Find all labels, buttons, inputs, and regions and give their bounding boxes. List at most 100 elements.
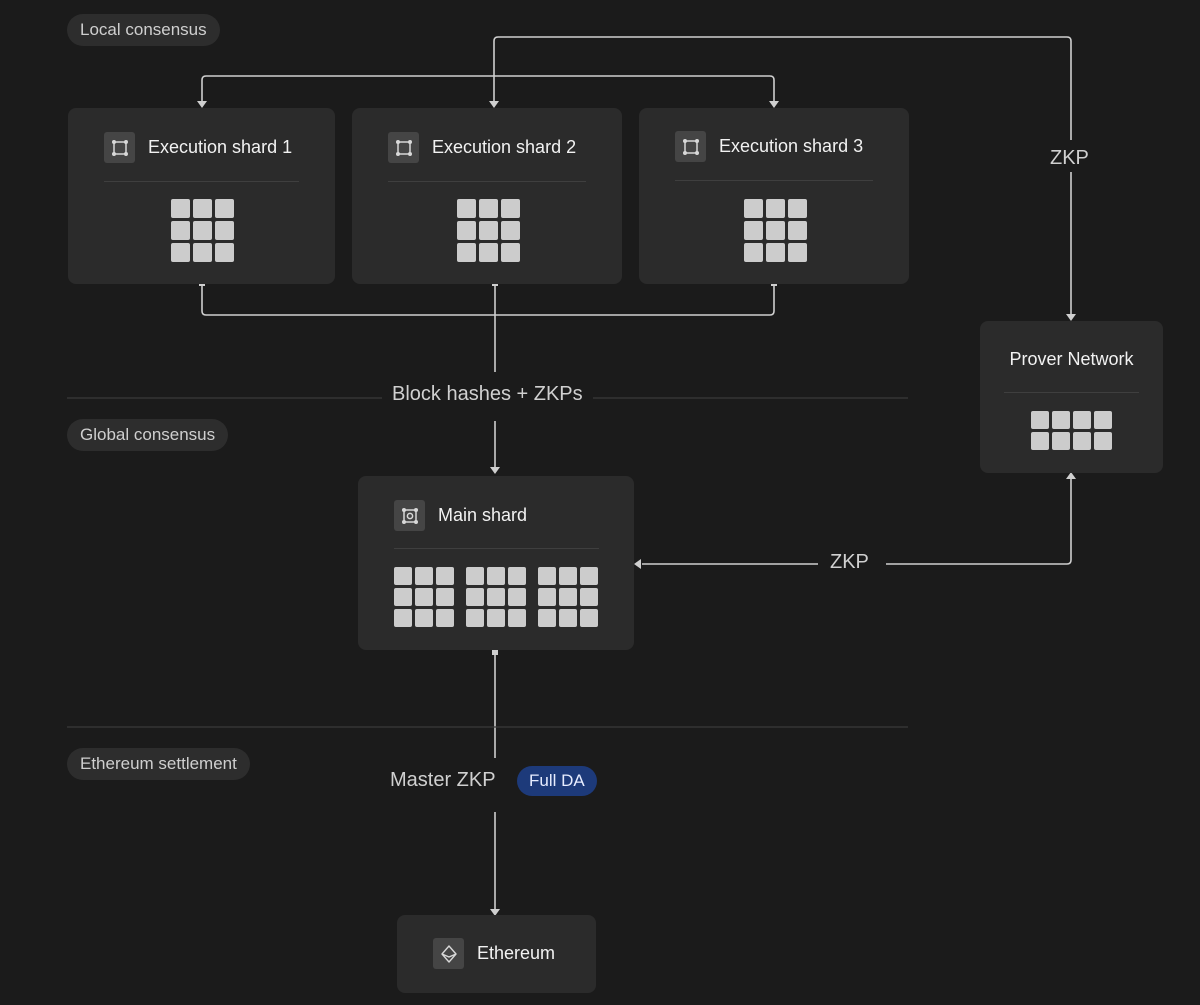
main-block-grid-3 xyxy=(538,567,598,627)
block-cell xyxy=(215,243,234,262)
card-divider xyxy=(675,180,873,181)
block-cell xyxy=(466,609,484,627)
block-cell xyxy=(487,567,505,585)
block-cell xyxy=(479,199,498,218)
block-cell xyxy=(466,567,484,585)
block-cell xyxy=(1073,432,1091,450)
block-cell xyxy=(436,609,454,627)
arrowhead-main-left xyxy=(634,559,641,569)
block-cell xyxy=(215,199,234,218)
arrowhead-shard1 xyxy=(197,101,207,108)
execution-shard-1-title: Execution shard 1 xyxy=(148,137,293,157)
main-shard-icon xyxy=(394,500,425,531)
ethereum-title: Ethereum xyxy=(477,943,556,963)
block-cell xyxy=(501,221,520,240)
zkp-to-prover-label: ZKP xyxy=(1044,144,1095,172)
block-cell xyxy=(744,243,763,262)
block-cell xyxy=(788,199,807,218)
block-cell xyxy=(479,221,498,240)
block-cell xyxy=(193,199,212,218)
shard-node-icon xyxy=(675,131,706,162)
block-cell xyxy=(215,221,234,240)
block-cell xyxy=(788,221,807,240)
full-da-badge: Full DA xyxy=(517,766,597,796)
block-cell xyxy=(479,243,498,262)
block-cell xyxy=(457,243,476,262)
block-cell xyxy=(744,221,763,240)
block-cell xyxy=(501,243,520,262)
block-cell xyxy=(538,567,556,585)
block-cell xyxy=(788,243,807,262)
block-cell xyxy=(394,588,412,606)
block-cell xyxy=(508,609,526,627)
block-cell xyxy=(394,567,412,585)
block-cell xyxy=(394,609,412,627)
block-cell xyxy=(538,609,556,627)
execution-shard-2-node[interactable]: Execution shard 2 xyxy=(352,108,622,284)
block-cell xyxy=(1073,411,1091,429)
prover-network-title: Prover Network xyxy=(1009,349,1134,369)
block-cell xyxy=(766,221,785,240)
block-cell xyxy=(580,567,598,585)
block-cell xyxy=(171,199,190,218)
ethereum-node[interactable]: Ethereum xyxy=(397,915,596,993)
section-label-settlement: Ethereum settlement xyxy=(67,748,250,780)
execution-shard-3-node[interactable]: Execution shard 3 xyxy=(639,108,909,284)
block-cell xyxy=(559,588,577,606)
block-hashes-label: Block hashes + ZKPs xyxy=(382,382,593,406)
block-cell xyxy=(457,199,476,218)
section-label-global: Global consensus xyxy=(67,419,229,451)
execution-shard-1-node[interactable]: Execution shard 1 xyxy=(68,108,335,284)
block-cell xyxy=(171,221,190,240)
connector-top-bracket xyxy=(201,75,775,103)
block-cell xyxy=(415,588,433,606)
main-shard-node[interactable]: Main shard xyxy=(358,476,634,650)
block-cell xyxy=(1052,411,1070,429)
arrowhead-prover-up xyxy=(1066,472,1076,479)
block-cell xyxy=(501,199,520,218)
block-cell xyxy=(744,199,763,218)
master-zkp-label: Master ZKP xyxy=(384,768,502,792)
card-divider xyxy=(1004,392,1139,393)
shard-node-icon xyxy=(104,132,135,163)
block-cell xyxy=(559,609,577,627)
block-cell xyxy=(193,221,212,240)
shard-3-block-grid xyxy=(744,199,807,262)
block-cell xyxy=(457,221,476,240)
ethereum-icon xyxy=(433,938,464,969)
block-cell xyxy=(508,588,526,606)
block-cell xyxy=(436,588,454,606)
block-cell xyxy=(1094,432,1112,450)
card-divider xyxy=(394,548,599,549)
block-cell xyxy=(487,609,505,627)
arrowhead-prover xyxy=(1066,314,1076,321)
prover-network-node[interactable]: Prover Network xyxy=(980,321,1163,473)
main-block-grid-2 xyxy=(466,567,526,627)
block-cell xyxy=(1031,411,1049,429)
card-divider xyxy=(388,181,586,182)
block-cell xyxy=(415,567,433,585)
execution-shard-3-title: Execution shard 3 xyxy=(719,136,864,156)
block-cell xyxy=(580,609,598,627)
block-cell xyxy=(436,567,454,585)
connector-prover-loop xyxy=(493,36,1072,140)
connector-bottom-bracket xyxy=(201,284,775,316)
block-cell xyxy=(193,243,212,262)
port-main xyxy=(492,649,498,655)
main-shard-title: Main shard xyxy=(438,505,528,525)
block-cell xyxy=(1094,411,1112,429)
execution-shard-2-title: Execution shard 2 xyxy=(432,137,577,157)
block-cell xyxy=(766,199,785,218)
arrowhead-main xyxy=(490,467,500,474)
arrowhead-shard2 xyxy=(489,101,499,108)
card-divider xyxy=(104,181,299,182)
block-cell xyxy=(1031,432,1049,450)
prover-block-grid xyxy=(1031,411,1112,450)
shard-node-icon xyxy=(388,132,419,163)
arrowhead-shard3 xyxy=(769,101,779,108)
arrowhead-ethereum xyxy=(490,909,500,916)
block-cell xyxy=(538,588,556,606)
block-cell xyxy=(466,588,484,606)
